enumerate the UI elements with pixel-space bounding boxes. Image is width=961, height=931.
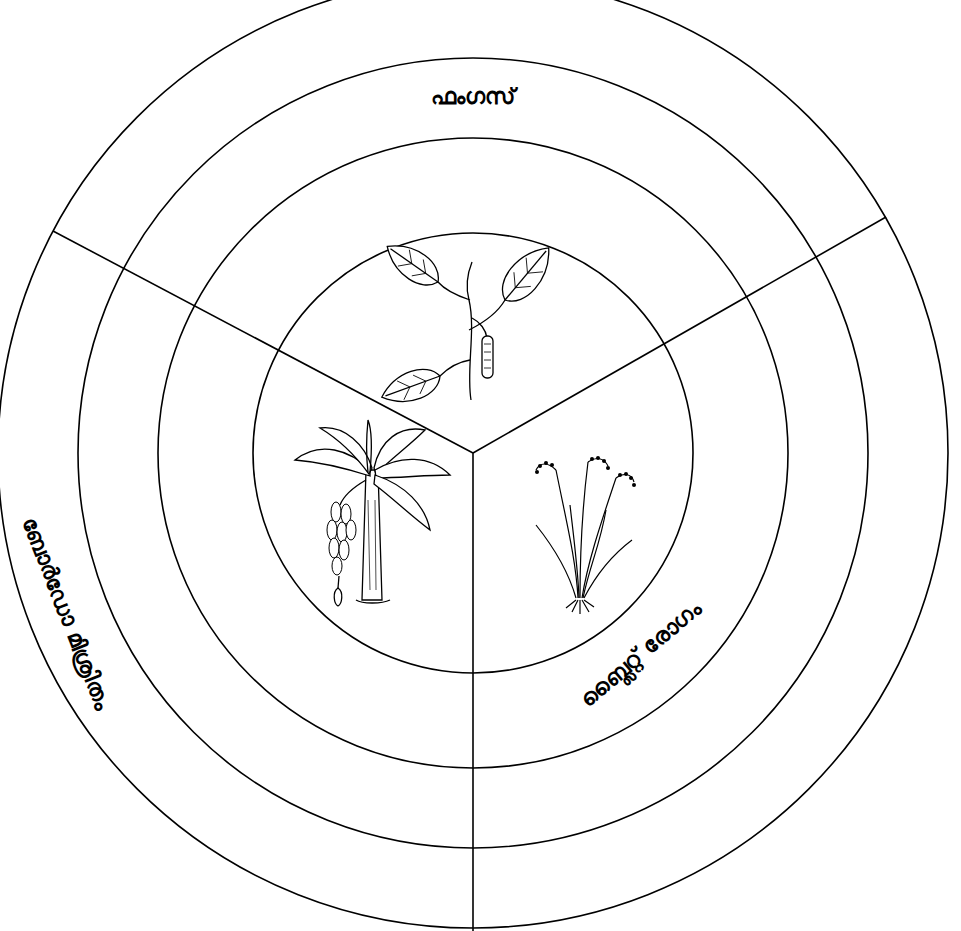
ring-label: ബ്ലൈറ്റ് രോഗം [573, 594, 709, 715]
ring-label: ബോർഡോ മിശ്രിതം [13, 511, 116, 716]
rice-illustration [535, 456, 636, 614]
sector-line [53, 231, 473, 453]
pepper-illustration [377, 235, 561, 411]
ring-label: ഫംഗസ് [429, 83, 517, 112]
sector-line [472, 453, 474, 931]
sector-line [473, 217, 886, 453]
banana-illustration [295, 420, 450, 606]
